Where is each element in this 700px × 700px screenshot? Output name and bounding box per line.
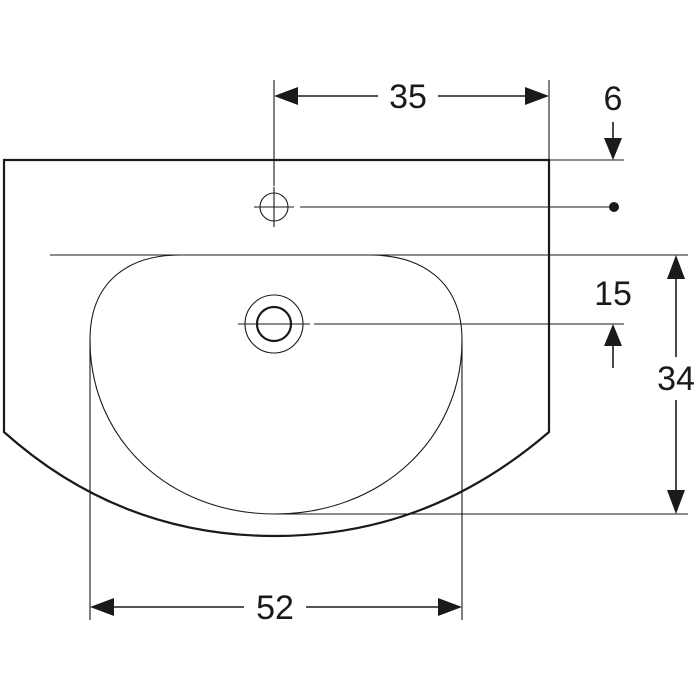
dimension-label-6: 6 [604,80,623,118]
dimension-label-15: 15 [594,275,632,313]
dimension-drain-offset: 15 [594,275,632,368]
drain-hole [238,294,310,354]
tap-hole [254,187,294,227]
bowl-outline [89,254,463,515]
dimension-top-offset: 6 [604,80,623,160]
dimension-label-35: 35 [389,78,427,116]
dimension-label-34: 34 [657,360,695,398]
dimension-label-52: 52 [256,589,294,627]
dimension-tap-hole-offset: 35 [274,78,549,116]
dimension-bowl-width: 52 [90,589,462,627]
dimension-bowl-depth: 34 [657,255,695,514]
tap-hole-reference-dot [609,202,619,212]
basin-outline [2,158,551,538]
